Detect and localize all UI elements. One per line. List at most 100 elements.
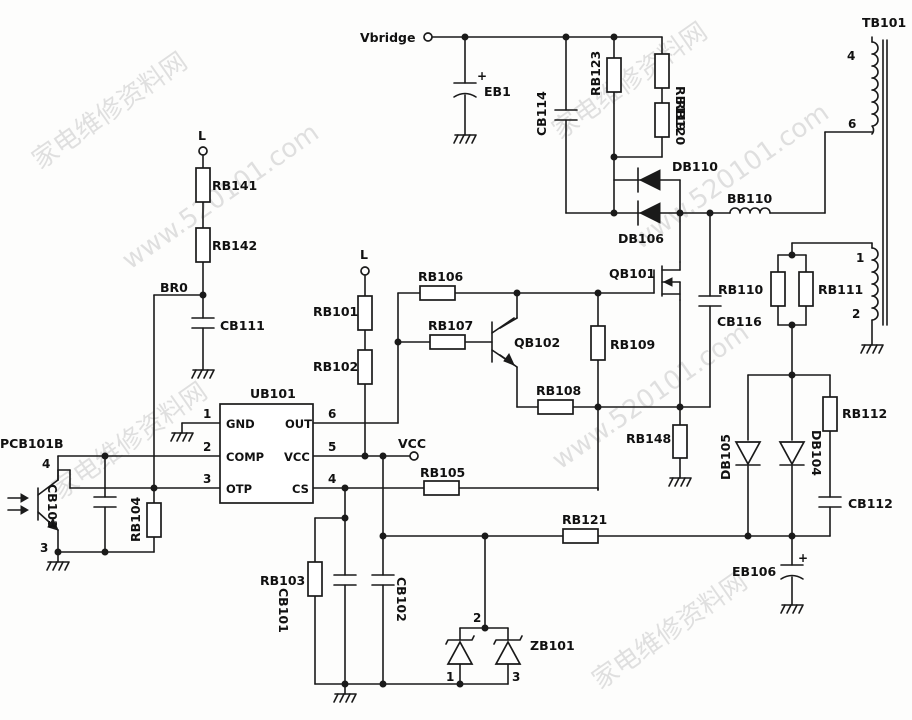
resistor-rb111 bbox=[798, 271, 814, 307]
pin-number: 4 bbox=[847, 49, 855, 63]
label-db104: DB104 bbox=[809, 430, 824, 476]
resistor-rb141 bbox=[195, 167, 211, 203]
svg-text:+: + bbox=[477, 69, 487, 83]
label-rb121: RB121 bbox=[562, 512, 607, 527]
mosfet-qb101 bbox=[653, 261, 681, 301]
label-bb110: BB110 bbox=[727, 191, 772, 206]
wires bbox=[57, 36, 873, 685]
resistor-rb148 bbox=[672, 424, 688, 459]
terminals bbox=[198, 32, 433, 461]
transformer-tb101 bbox=[871, 39, 888, 326]
label-cb103: CB103 bbox=[45, 484, 60, 529]
label-rb119: RB119 bbox=[673, 86, 688, 131]
label-rb110: RB110 bbox=[718, 282, 764, 297]
label-cb116: CB116 bbox=[717, 314, 762, 329]
ic-pin-gnd: GND bbox=[226, 417, 255, 431]
label-rb141: RB141 bbox=[212, 178, 257, 193]
grounds bbox=[46, 134, 884, 703]
ic-ub101 bbox=[219, 403, 314, 504]
label-rb105: RB105 bbox=[420, 465, 465, 480]
resistor-rb101 bbox=[357, 295, 373, 331]
vcc-terminal bbox=[409, 451, 419, 461]
resistor-rb110 bbox=[770, 271, 786, 307]
label-db105: DB105 bbox=[718, 434, 733, 480]
label-rb111: RB111 bbox=[818, 282, 863, 297]
resistor-rb142 bbox=[195, 227, 211, 263]
vbridge-terminal bbox=[423, 32, 433, 42]
label-pcb101b: PCB101B bbox=[0, 436, 63, 451]
optocoupler-pcb101b bbox=[7, 469, 71, 531]
pin-number: 6 bbox=[328, 407, 336, 421]
l-terminal-top bbox=[198, 146, 208, 156]
label-qb101: QB101 bbox=[609, 266, 655, 281]
label-eb106: EB106 bbox=[732, 564, 776, 579]
ic-pin-otp: OTP bbox=[226, 482, 252, 496]
ic-pin-labels: GND COMP OTP OUT VCC CS bbox=[226, 417, 312, 496]
zener-zb101-b bbox=[494, 640, 522, 665]
label-cb102: CB102 bbox=[394, 577, 409, 622]
ground-icon bbox=[46, 561, 70, 571]
pin-number: 2 bbox=[473, 611, 481, 625]
label-br0: BR0 bbox=[160, 280, 188, 295]
resistor-rb112 bbox=[822, 396, 838, 432]
label-vcc: VCC bbox=[398, 436, 426, 451]
label-rb108: RB108 bbox=[536, 383, 581, 398]
ic-pin-comp: COMP bbox=[226, 450, 264, 464]
resistor-rb105 bbox=[423, 480, 460, 496]
pin-number: 4 bbox=[42, 457, 50, 471]
label-eb1: EB1 bbox=[484, 84, 511, 99]
resistor-rb109 bbox=[590, 325, 606, 361]
ground-icon bbox=[453, 134, 477, 144]
label-cb112: CB112 bbox=[848, 496, 893, 511]
ic-pin-vcc: VCC bbox=[284, 450, 310, 464]
l-terminal-mid bbox=[360, 266, 370, 276]
resistor-rb108 bbox=[537, 399, 574, 415]
diode-db110 bbox=[638, 169, 661, 191]
bjt-qb102 bbox=[491, 317, 515, 366]
resistor-rb120 bbox=[654, 102, 670, 138]
label-rb112: RB112 bbox=[842, 406, 887, 421]
pin-number: 1 bbox=[446, 670, 454, 684]
junction-dots bbox=[54, 33, 796, 688]
label-l-top: L bbox=[198, 128, 206, 143]
resistor-rb119 bbox=[654, 53, 670, 89]
label-rb104: RB104 bbox=[128, 496, 143, 542]
resistor-rb121 bbox=[562, 528, 599, 544]
pin-number: 3 bbox=[40, 541, 48, 555]
resistor-rb104 bbox=[146, 502, 162, 538]
label-vbridge: Vbridge bbox=[360, 30, 415, 45]
pin-numbers: 1 2 3 4 5 6 4 6 1 2 4 3 1 2 3 bbox=[40, 49, 864, 684]
resistor-rb102 bbox=[357, 349, 373, 385]
pin-number: 1 bbox=[856, 251, 864, 265]
resistor-rb107 bbox=[429, 334, 466, 350]
resistor-rb123 bbox=[606, 57, 622, 93]
resistor-rb106 bbox=[419, 285, 456, 301]
label-rb109: RB109 bbox=[610, 337, 655, 352]
label-cb101: CB101 bbox=[276, 588, 291, 633]
pin-number: 5 bbox=[328, 440, 336, 454]
label-rb106: RB106 bbox=[418, 269, 464, 284]
capacitors: + + bbox=[93, 69, 842, 586]
component-labels: Vbridge TB101 EB1 CB114 RB123 RB119 RB12… bbox=[0, 15, 906, 653]
label-rb120: RB120 bbox=[673, 100, 688, 146]
label-zb101: ZB101 bbox=[530, 638, 575, 653]
label-qb102: QB102 bbox=[514, 335, 560, 350]
label-db106: DB106 bbox=[618, 231, 664, 246]
pin-number: 3 bbox=[203, 472, 211, 486]
zener-zb101-a bbox=[446, 640, 474, 665]
label-ub101: UB101 bbox=[250, 386, 296, 401]
label-rb102: RB102 bbox=[313, 359, 358, 374]
label-rb148: RB148 bbox=[626, 431, 671, 446]
watermark-layer: 家电维修资料网 www.520101.com 家电维修资料网 www.52010… bbox=[27, 17, 835, 696]
resistors bbox=[146, 53, 838, 597]
label-rb123: RB123 bbox=[588, 51, 603, 96]
resistor-rb103 bbox=[307, 561, 323, 597]
label-db110: DB110 bbox=[672, 159, 718, 174]
diode-db104 bbox=[778, 441, 806, 466]
watermark: 家电维修资料网 bbox=[587, 567, 753, 696]
ground-icon bbox=[780, 604, 804, 614]
diodes bbox=[445, 167, 806, 665]
ic-pin-out: OUT bbox=[285, 417, 312, 431]
